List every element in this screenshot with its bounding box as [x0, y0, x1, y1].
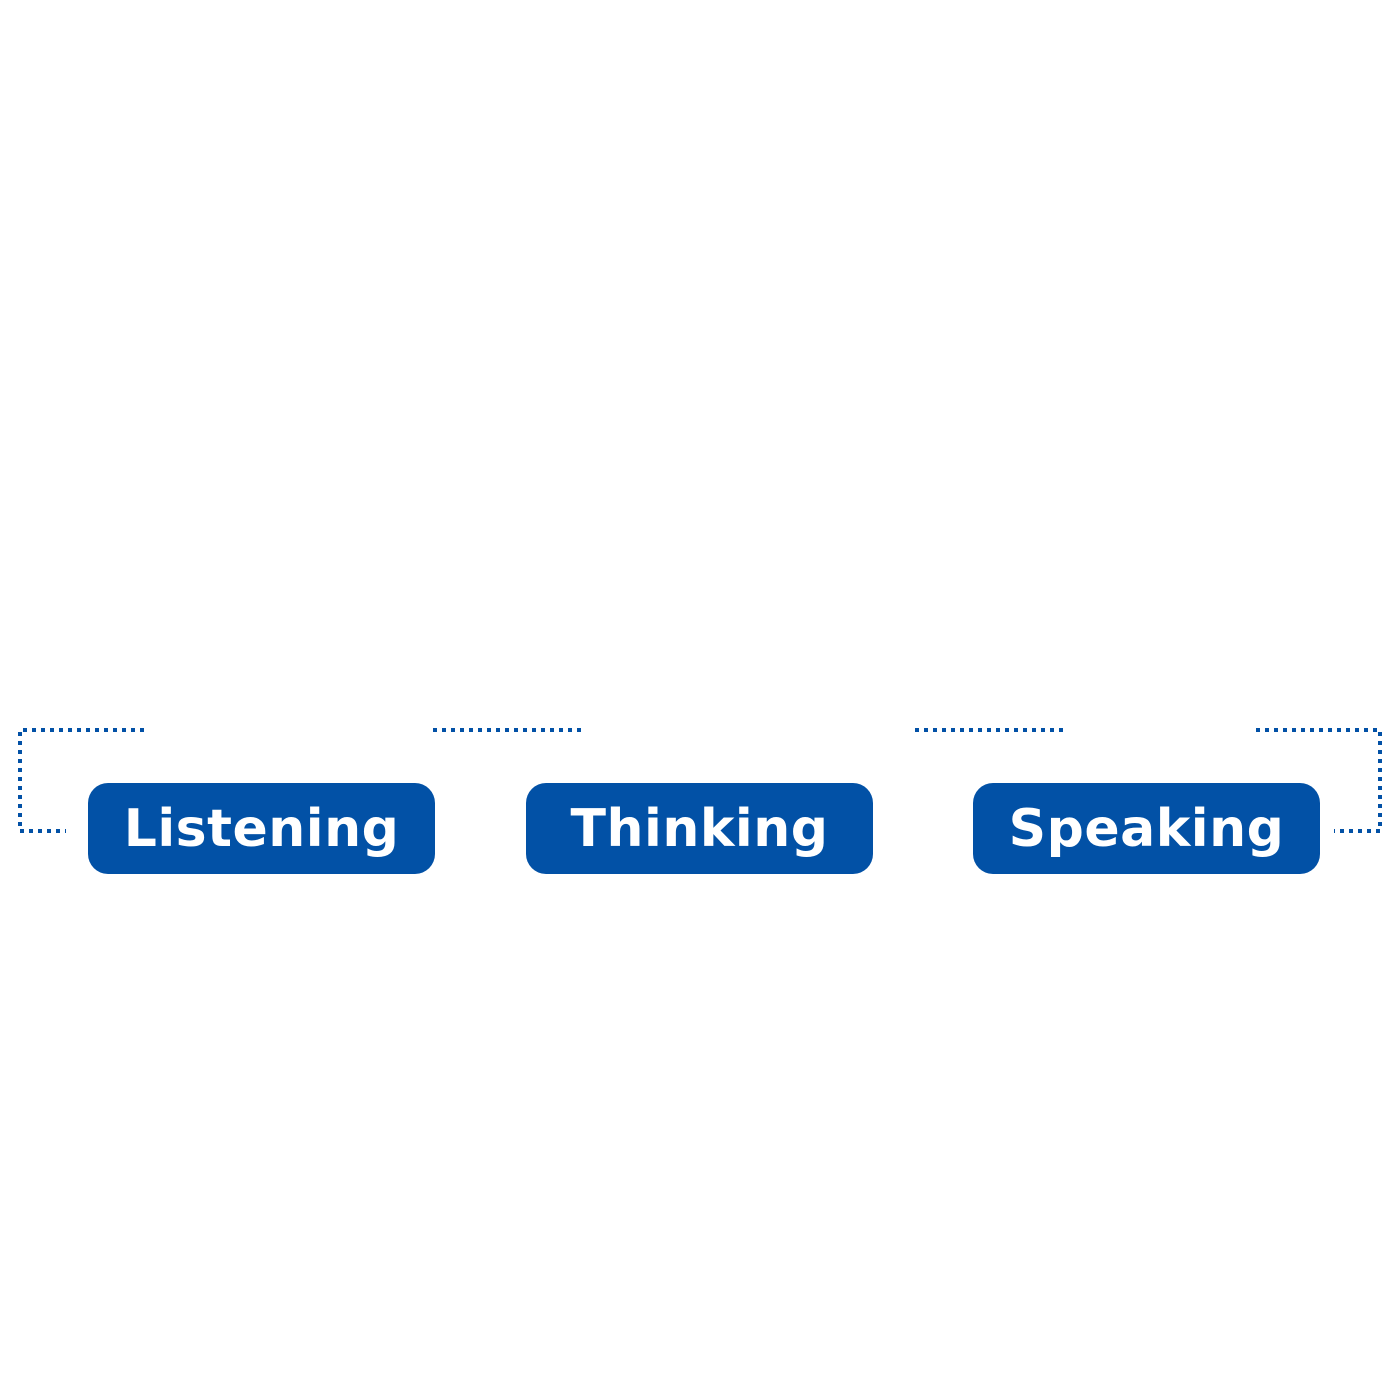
connector-left-loop — [18, 728, 144, 833]
stage-speaking-label: Speaking — [1008, 798, 1285, 859]
stage-thinking-box: Thinking — [526, 783, 873, 874]
stage-listening-label: Listening — [123, 798, 400, 859]
stage-thinking-label: Thinking — [570, 798, 829, 859]
stage-speaking-box: Speaking — [973, 783, 1320, 874]
stage-listening-box: Listening — [88, 783, 435, 874]
connector-right-loop — [1256, 728, 1382, 833]
